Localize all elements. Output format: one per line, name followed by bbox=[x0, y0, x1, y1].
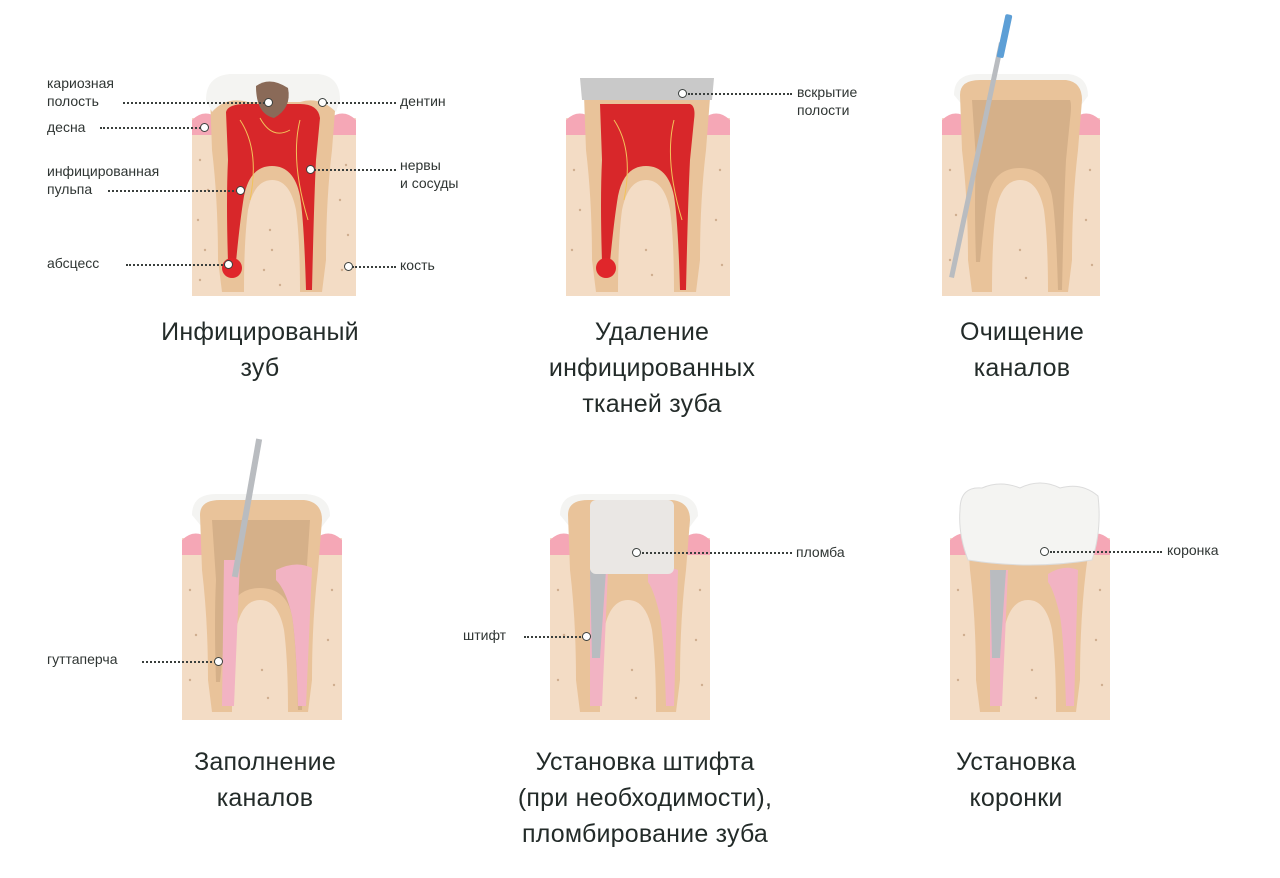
step-title-post-and-filling: Установка штифта (при необходимости), пл… bbox=[517, 748, 773, 848]
cleaned-pulp-chamber bbox=[972, 100, 1071, 290]
canal-filling-illustration bbox=[182, 438, 342, 720]
leader-abscess bbox=[126, 264, 226, 266]
label-cavity-opening: вскрытие полости bbox=[797, 84, 858, 118]
step-infected-tooth: кариозная полость десна инфицированная п… bbox=[0, 0, 458, 420]
label-filling: пломба bbox=[796, 544, 845, 560]
gum bbox=[182, 533, 342, 555]
step-title-crown: Установка коронки bbox=[956, 748, 1076, 812]
crown-illustration bbox=[950, 482, 1110, 720]
gum bbox=[566, 113, 730, 135]
bone-texture bbox=[956, 588, 1104, 700]
removal-illustration bbox=[566, 78, 730, 296]
marker-abscess bbox=[224, 260, 233, 269]
marker-infected-pulp bbox=[236, 186, 245, 195]
marker-bone bbox=[344, 262, 353, 271]
label-dentin: дентин bbox=[400, 93, 446, 109]
marker-nerves-vessels bbox=[306, 165, 315, 174]
label-abscess: абсцесс bbox=[47, 255, 100, 271]
leader-bone bbox=[352, 266, 396, 268]
marker-crown bbox=[1040, 547, 1049, 556]
label-carious-cavity: кариозная полость bbox=[47, 75, 114, 109]
leader-crown bbox=[1050, 551, 1162, 553]
nerve-lines bbox=[239, 117, 309, 221]
leader-carious-cavity bbox=[123, 102, 265, 104]
filling-material bbox=[590, 500, 674, 574]
canal-file-shaft bbox=[949, 42, 1004, 279]
label-nerves-vessels: нервы и сосуды bbox=[400, 157, 459, 191]
leader-infected-pulp bbox=[108, 190, 238, 192]
step-post-and-filling: пломба штифт Установка штифта (при необх… bbox=[420, 430, 860, 860]
step-canal-cleaning: Очищение каналов bbox=[860, 0, 1280, 420]
metal-post bbox=[590, 570, 606, 658]
marker-gum bbox=[200, 123, 209, 132]
root-filling-right bbox=[1048, 567, 1078, 706]
gum bbox=[192, 113, 356, 135]
bone-texture bbox=[556, 588, 704, 700]
leader-filling bbox=[642, 552, 792, 554]
root-filling-right bbox=[648, 567, 678, 706]
step-title-canal-cleaning: Очищение каналов bbox=[960, 318, 1084, 382]
leader-gum bbox=[100, 127, 204, 129]
label-gutta-percha: гуттаперча bbox=[47, 651, 118, 667]
abscess bbox=[596, 258, 616, 278]
leader-nerves-vessels bbox=[314, 169, 396, 171]
bone-texture bbox=[948, 168, 1094, 280]
leader-dentin bbox=[326, 102, 396, 104]
marker-gutta-percha bbox=[214, 657, 223, 666]
label-bone: кость bbox=[400, 257, 435, 273]
post-filling-illustration bbox=[550, 494, 710, 720]
step-title-canal-filling: Заполнение каналов bbox=[194, 748, 336, 812]
step-removal: вскрытие полости Удаление инфицированных… bbox=[420, 0, 860, 430]
metal-post bbox=[990, 570, 1006, 658]
label-crown: коронка bbox=[1167, 542, 1219, 558]
step-title-removal: Удаление инфицированных тканей зуба bbox=[548, 318, 756, 418]
gum bbox=[942, 113, 1100, 135]
filling-instrument bbox=[231, 438, 263, 578]
step-canal-filling: гуттаперча Заполнение каналов bbox=[0, 430, 420, 850]
canal-file-handle bbox=[996, 14, 1013, 58]
leader-gutta-percha bbox=[142, 661, 216, 663]
leader-cavity-opening bbox=[688, 93, 792, 95]
marker-dentin bbox=[318, 98, 327, 107]
bone-texture bbox=[188, 588, 336, 700]
marker-cavity-opening bbox=[678, 89, 687, 98]
canal-cleaning-illustration bbox=[942, 14, 1100, 296]
gutta-percha-left bbox=[222, 560, 240, 706]
marker-filling bbox=[632, 548, 641, 557]
marker-carious-cavity bbox=[264, 98, 273, 107]
label-gum: десна bbox=[47, 119, 86, 135]
dental-crown bbox=[959, 482, 1100, 566]
step-title-infected-tooth: Инфицированый зуб bbox=[161, 318, 359, 382]
leader-post bbox=[524, 636, 584, 638]
cavity-opening bbox=[580, 78, 714, 100]
gutta-percha-right bbox=[276, 564, 312, 706]
marker-post bbox=[582, 632, 591, 641]
bone-texture bbox=[196, 158, 350, 287]
bone-texture bbox=[570, 168, 724, 277]
label-infected-pulp: инфицированная пульпа bbox=[47, 163, 160, 197]
infected-tooth-illustration bbox=[192, 74, 356, 296]
step-crown: коронка Установка коронки bbox=[860, 430, 1280, 850]
nerve-lines bbox=[613, 119, 683, 221]
label-post: штифт bbox=[463, 627, 507, 643]
